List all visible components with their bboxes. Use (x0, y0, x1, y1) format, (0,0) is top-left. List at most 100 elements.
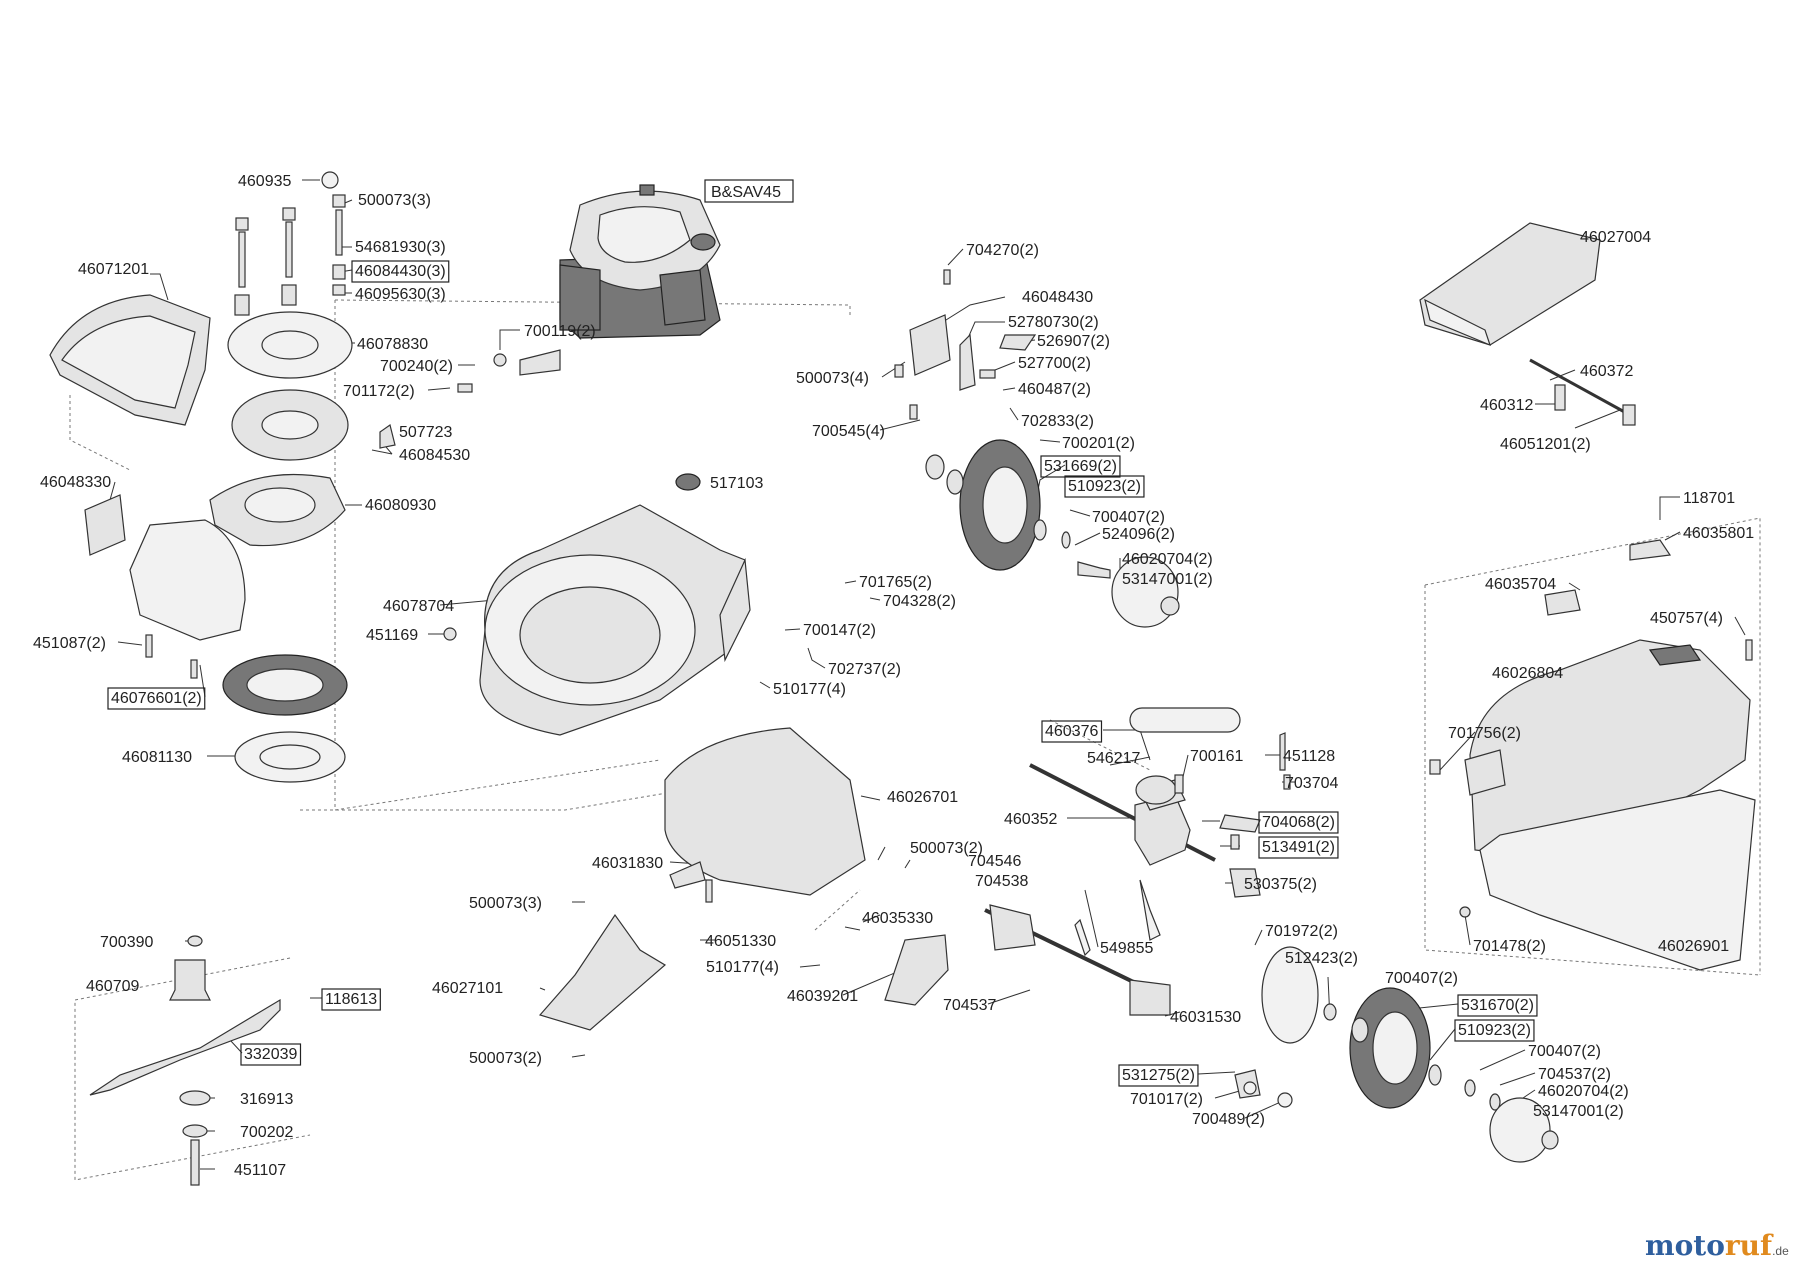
part-label-p65: 46031830 (592, 855, 663, 872)
part-label-p18: 517103 (710, 475, 763, 492)
rear-guard (664, 727, 866, 896)
deck-cap (675, 473, 701, 491)
part-label-p56: 700161 (1190, 748, 1243, 765)
rear-cover (49, 294, 211, 426)
part-label-p75: 46027101 (432, 980, 503, 997)
part-label-box-p81 (1457, 994, 1538, 1017)
part-label-p72: 510177(4) (706, 959, 779, 976)
mounting-plate (227, 311, 353, 379)
part-label-p61: 513491(2) (1262, 839, 1335, 856)
part-label-p06: 46071201 (78, 261, 149, 278)
part-label-p66: 500073(2) (910, 840, 983, 857)
part-label-p42: 46027004 (1580, 229, 1651, 246)
part-label-box-p92 (321, 988, 381, 1011)
part-label-p91: 460709 (86, 978, 139, 995)
part-label-p77: 701972(2) (1265, 923, 1338, 940)
part-label-p03: 54681930(3) (355, 239, 446, 256)
blade-assembly (89, 935, 281, 1186)
mower-deck (479, 504, 751, 736)
part-label-p81: 531670(2) (1461, 997, 1534, 1014)
part-label-p50: 46026804 (1492, 665, 1563, 682)
part-label-p36: 531669(2) (1044, 458, 1117, 475)
part-label-p05: 46095630(3) (355, 286, 446, 303)
watermark-suffix: .de (1772, 1244, 1789, 1258)
part-label-p64: 46026701 (887, 789, 958, 806)
part-label-p69: 500073(3) (469, 895, 542, 912)
part-label-p25: 510177(4) (773, 681, 846, 698)
part-label-p58: 703704 (1285, 775, 1338, 792)
part-label-p57: 451128 (1283, 748, 1335, 765)
rear-flap (538, 913, 667, 1031)
part-label-p63: 549855 (1100, 940, 1153, 957)
bracket-46031830 (669, 861, 713, 903)
part-label-p73: 46039201 (787, 988, 858, 1005)
filter-ring (222, 654, 348, 716)
handle-frame (129, 519, 246, 641)
part-label-p07: 46078830 (357, 336, 428, 353)
part-label-p38: 700407(2) (1092, 509, 1165, 526)
part-label-p94: 316913 (240, 1091, 293, 1108)
part-label-p71: 46035330 (862, 910, 933, 927)
part-label-p27: 46048430 (1022, 289, 1093, 306)
part-label-box-p54 (1041, 720, 1103, 743)
part-label-box-p87 (1118, 1064, 1199, 1087)
part-label-p60: 704068(2) (1262, 814, 1335, 831)
part-label-p17: 46081130 (122, 749, 192, 766)
part-label-p20: 451169 (366, 627, 418, 644)
part-label-p40: 46020704(2) (1122, 551, 1213, 568)
part-label-p89: 700489(2) (1192, 1111, 1265, 1128)
fan-grille (231, 389, 349, 461)
height-adjuster-left (84, 494, 126, 556)
part-label-p29: 526907(2) (1037, 333, 1110, 350)
gearbox (1029, 732, 1291, 957)
part-label-p41: 53147001(2) (1122, 571, 1213, 588)
part-label-p47: 46035801 (1683, 525, 1754, 542)
part-label-p35: 700201(2) (1062, 435, 1135, 452)
part-label-p01: 460935 (238, 173, 291, 190)
part-label-p45: 46051201(2) (1500, 436, 1591, 453)
part-label-p21: 701765(2) (859, 574, 932, 591)
part-label-p33: 702833(2) (1021, 413, 1094, 430)
part-label-box-p37 (1064, 475, 1145, 498)
part-label-p44: 460312 (1480, 397, 1533, 414)
watermark-logo: motoruf.de (1645, 1229, 1789, 1262)
part-label-p54: 460376 (1045, 723, 1098, 740)
part-label-p26: 704270(2) (966, 242, 1039, 259)
rear-axle (984, 904, 1171, 1016)
part-label-p19: 46078704 (383, 598, 454, 615)
part-label-p28: 52780730(2) (1008, 314, 1099, 331)
part-label-p86: 53147001(2) (1533, 1103, 1624, 1120)
part-label-p80: 46031530 (1170, 1009, 1241, 1026)
part-label-p23: 700147(2) (803, 622, 876, 639)
part-label-p78: 512423(2) (1285, 950, 1358, 967)
part-label-box-p61 (1258, 836, 1339, 859)
box-clips (1529, 358, 1636, 426)
part-label-p11: 507723 (399, 424, 452, 441)
part-label-p70: 46051330 (705, 933, 776, 950)
part-label-p32: 460487(2) (1018, 381, 1091, 398)
fan-housing (209, 473, 346, 547)
part-label-p46: 118701 (1683, 490, 1735, 507)
part-label-p90: 700390 (100, 934, 153, 951)
part-label-p52: 701478(2) (1473, 938, 1546, 955)
part-label-p16: 46076601(2) (111, 690, 202, 707)
part-label-p62: 530375(2) (1244, 876, 1317, 893)
part-label-p31: 527700(2) (1018, 355, 1091, 372)
watermark-part-a: moto (1645, 1229, 1725, 1262)
gasket (234, 731, 346, 783)
part-label-p49: 450757(4) (1650, 610, 1723, 627)
part-label-p85: 46020704(2) (1538, 1083, 1629, 1100)
part-label-p59: 460352 (1004, 811, 1057, 828)
part-label-box-p93 (240, 1043, 302, 1066)
part-label-p30: 500073(4) (796, 370, 869, 387)
part-label-p15: 451087(2) (33, 635, 106, 652)
engine-label-box (704, 179, 794, 203)
part-label-p34: 700545(4) (812, 423, 885, 440)
engine-label: B&SAV45 (711, 184, 781, 201)
part-label-p53: 46026901 (1658, 938, 1729, 955)
deflector (884, 934, 949, 1006)
part-label-p13: 46048330 (40, 474, 111, 491)
part-label-p12: 46084530 (399, 447, 470, 464)
part-label-p84: 704537(2) (1538, 1066, 1611, 1083)
